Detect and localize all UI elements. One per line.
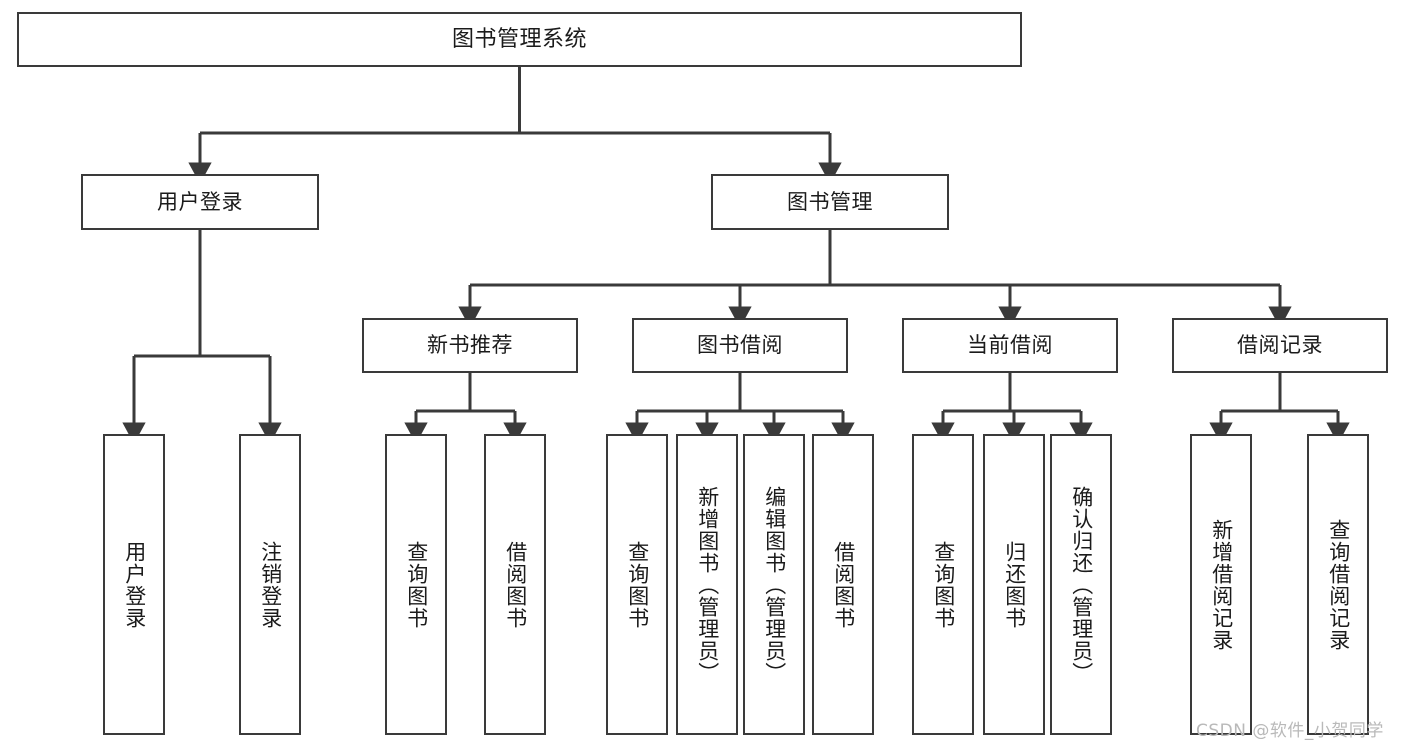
node-label-leaf-query-book-3: 查询图书 <box>931 540 956 629</box>
node-label-leaf-confirm-return: 确认归还（管理员） <box>1069 485 1094 684</box>
node-leaf-return-book[interactable]: 归还图书 <box>983 434 1045 735</box>
node-book-manage[interactable]: 图书管理 <box>711 174 949 230</box>
node-leaf-user-login[interactable]: 用户登录 <box>103 434 165 735</box>
node-label-current-borrow: 当前借阅 <box>967 333 1053 358</box>
node-label-leaf-borrow-book-2: 借阅图书 <box>831 540 856 629</box>
watermark-text: CSDN @软件_小贺同学 <box>1196 721 1384 741</box>
node-borrow-record[interactable]: 借阅记录 <box>1172 318 1388 373</box>
node-leaf-edit-book[interactable]: 编辑图书（管理员） <box>743 434 805 735</box>
node-current-borrow[interactable]: 当前借阅 <box>902 318 1118 373</box>
node-leaf-query-book-3[interactable]: 查询图书 <box>912 434 974 735</box>
node-leaf-confirm-return[interactable]: 确认归还（管理员） <box>1050 434 1112 735</box>
node-leaf-borrow-book-2[interactable]: 借阅图书 <box>812 434 874 735</box>
node-leaf-query-book-2[interactable]: 查询图书 <box>606 434 668 735</box>
node-label-root: 图书管理系统 <box>451 26 587 52</box>
node-leaf-add-record[interactable]: 新增借阅记录 <box>1190 434 1252 735</box>
node-new-book-rec[interactable]: 新书推荐 <box>362 318 578 373</box>
node-leaf-query-book-1[interactable]: 查询图书 <box>385 434 447 735</box>
node-label-leaf-borrow-book-1: 借阅图书 <box>503 540 528 629</box>
node-root[interactable]: 图书管理系统 <box>17 12 1022 67</box>
node-label-leaf-user-login: 用户登录 <box>122 540 147 629</box>
node-leaf-user-logout[interactable]: 注销登录 <box>239 434 301 735</box>
node-book-borrow[interactable]: 图书借阅 <box>632 318 848 373</box>
node-label-user-login: 用户登录 <box>157 189 243 214</box>
node-label-leaf-return-book: 归还图书 <box>1002 540 1027 629</box>
node-label-book-manage: 图书管理 <box>787 189 873 214</box>
node-label-leaf-query-record: 查询借阅记录 <box>1326 518 1351 651</box>
node-leaf-add-book[interactable]: 新增图书（管理员） <box>676 434 738 735</box>
node-label-leaf-user-logout: 注销登录 <box>258 540 283 629</box>
node-label-leaf-add-book: 新增图书（管理员） <box>695 485 720 684</box>
node-label-borrow-record: 借阅记录 <box>1237 333 1323 358</box>
node-leaf-borrow-book-1[interactable]: 借阅图书 <box>484 434 546 735</box>
node-leaf-query-record[interactable]: 查询借阅记录 <box>1307 434 1369 735</box>
node-label-book-borrow: 图书借阅 <box>697 333 783 358</box>
node-label-new-book-rec: 新书推荐 <box>427 333 513 358</box>
node-user-login[interactable]: 用户登录 <box>81 174 319 230</box>
node-label-leaf-query-book-2: 查询图书 <box>625 540 650 629</box>
node-label-leaf-query-book-1: 查询图书 <box>404 540 429 629</box>
node-label-leaf-add-record: 新增借阅记录 <box>1209 518 1234 651</box>
node-label-leaf-edit-book: 编辑图书（管理员） <box>762 485 787 684</box>
